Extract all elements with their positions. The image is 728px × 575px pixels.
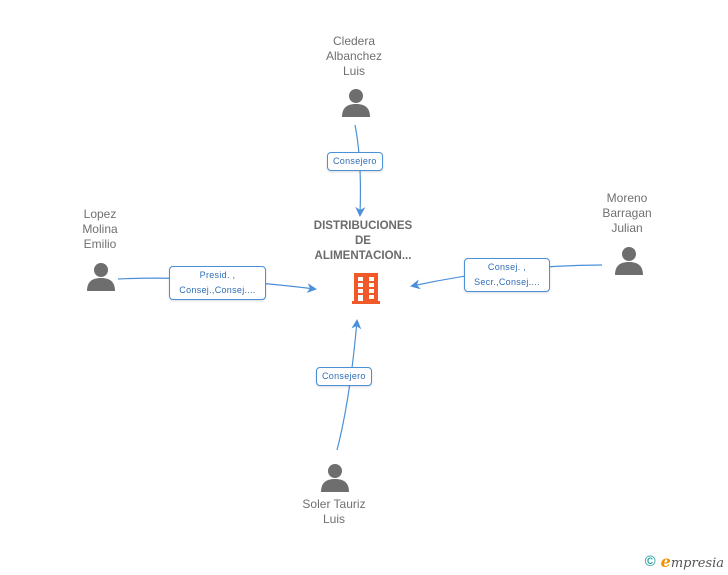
company-name[interactable]: DISTRIBUCIONES DE ALIMENTACION... [313, 220, 413, 262]
person-name-right[interactable]: Moreno Barragan Julian [602, 191, 652, 235]
relation-label-top[interactable]: Consejero [327, 152, 383, 171]
copyright-icon: © [644, 553, 656, 570]
person-icon[interactable] [341, 87, 371, 117]
person-icon[interactable] [614, 245, 644, 275]
relation-label-bottom[interactable]: Consejero [316, 367, 372, 386]
relation-label-right[interactable]: Consej. , Secr.,Consej.... [464, 258, 550, 292]
relation-label-left[interactable]: Presid. , Consej.,Consej.... [169, 266, 266, 300]
person-name-bottom[interactable]: Soler Tauriz Luis [302, 497, 366, 526]
brand-logo[interactable]: empresia [660, 552, 724, 571]
building-icon[interactable] [349, 271, 383, 305]
person-icon[interactable] [320, 462, 350, 492]
footer-brand: © empresia [645, 552, 724, 571]
person-icon[interactable] [86, 261, 116, 291]
person-name-top[interactable]: Cledera Albanchez Luis [325, 34, 383, 78]
person-name-left[interactable]: Lopez Molina Emilio [82, 207, 118, 251]
edge-bottom [336, 319, 362, 451]
